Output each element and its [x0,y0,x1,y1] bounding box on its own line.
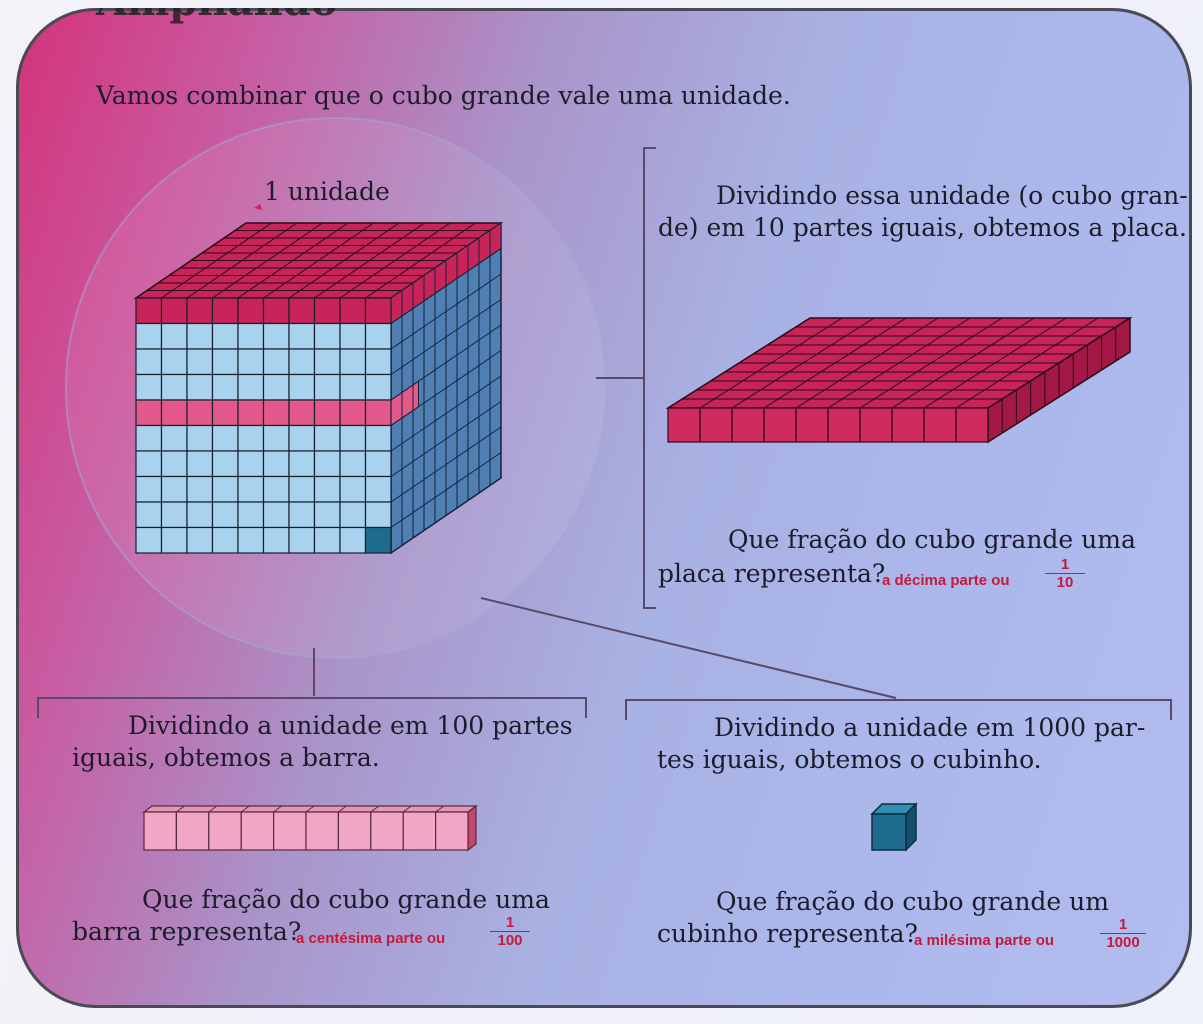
cubinho-text-line2: tes iguais, obtemos o cubinho. [657,745,1042,774]
bar-answer-numerator: 1 [505,914,515,931]
plate-bracket [643,147,656,609]
plate-answer-numerator: 1 [1060,556,1070,573]
cubinho-question-line2: cubinho representa? [657,919,918,948]
plate-answer-fraction: 1 10 [1045,556,1085,591]
cubinho-answer-fraction: 1 1000 [1100,916,1146,951]
cubinho-connector [480,597,897,699]
bar-bracket [37,697,587,718]
plate-question-line1: Que fração do cubo grande uma [728,525,1136,554]
plate-question-line2: placa representa? [658,559,886,588]
content-card: Ampliando Vamos combinar que o cubo gran… [16,8,1192,1008]
bar-text-line2: iguais, obtemos a barra. [72,743,380,772]
bar-answer-fraction: 1 100 [490,914,530,949]
cube-label: 1 unidade [264,177,390,206]
bar-question-line2: barra representa? [72,917,302,946]
plate-answer-text: a décima parte ou [882,572,1010,589]
cubinho-answer-numerator: 1 [1118,916,1128,933]
cubinho-bracket [625,699,1172,720]
illustration [37,117,1172,852]
big-cube [133,221,504,555]
bar-question-line1: Que fração do cubo grande uma [142,885,550,914]
cubinho-answer-denominator: 1000 [1100,933,1146,951]
connector-lines [37,147,1172,720]
bar-text-line1: Dividindo a unidade em 100 partes [128,711,573,740]
plate-text-line2: de) em 10 partes iguais, obtemos a placa… [658,213,1187,242]
cubinho-text-line1: Dividindo a unidade em 1000 par- [714,713,1146,742]
bar-answer-text: a centésima parte ou [296,930,446,947]
small-cube-shape [870,802,918,852]
bar-shape [142,804,478,852]
pointer-mark [254,204,262,210]
intro-text: Vamos combinar que o cubo grande vale um… [96,81,791,110]
plate-answer-denominator: 10 [1045,573,1085,591]
bar-answer-denominator: 100 [490,931,530,949]
cubinho-question-line1: Que fração do cubo grande um [716,887,1109,916]
plate-shape [665,316,1133,444]
cubinho-answer-text: a milésima parte ou [914,932,1055,949]
plate-text-line1: Dividindo essa unidade (o cubo gran- [716,181,1188,210]
